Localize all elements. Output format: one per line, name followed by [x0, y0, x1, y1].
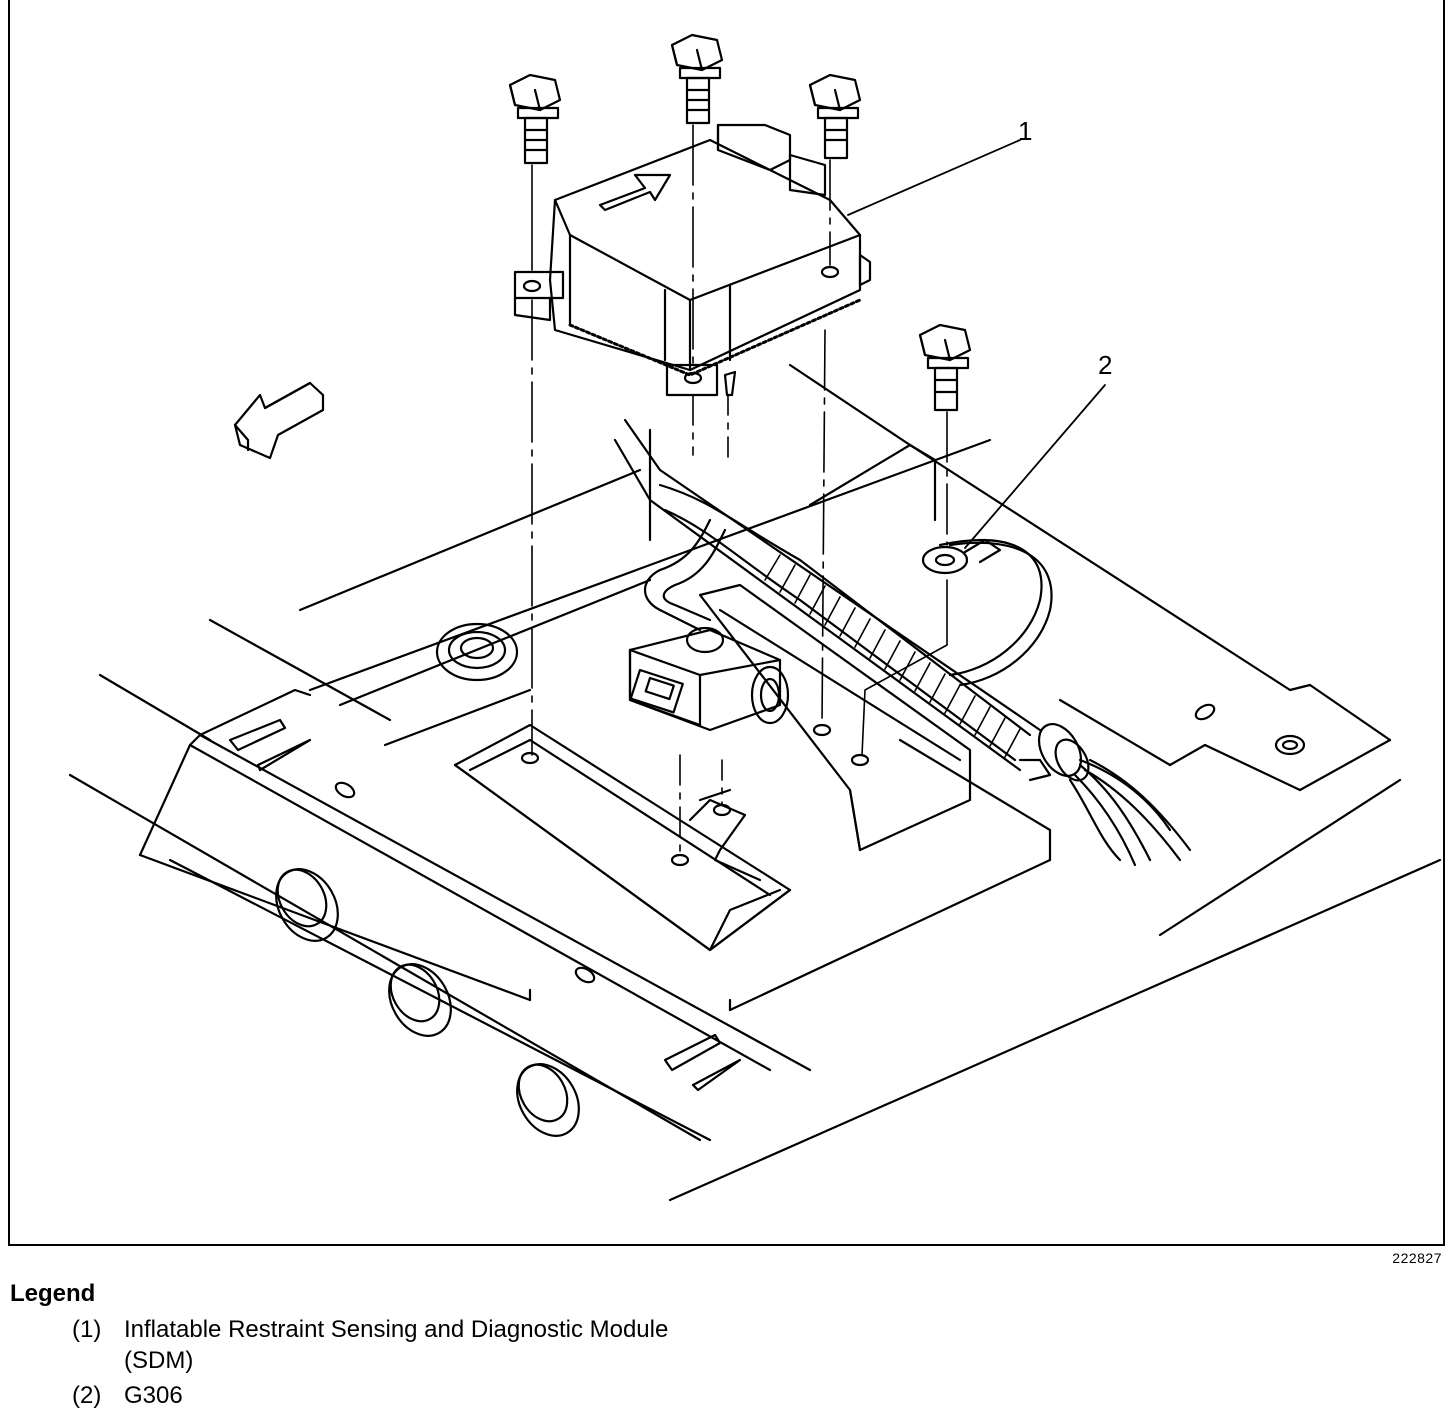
sdm-mounting-illustration — [68, 33, 1442, 1202]
alignment-lines — [531, 124, 948, 856]
callout-2-label: 2 — [1098, 350, 1113, 380]
legend-item-text: G306 — [124, 1382, 183, 1409]
legend-item: (1) Inflatable Restraint Sensing and Dia… — [72, 1314, 722, 1378]
legend-item: (2) G306 — [72, 1380, 722, 1412]
bolt-center — [670, 33, 724, 125]
bolt-ground — [918, 323, 972, 412]
bolt-right — [808, 73, 862, 160]
mounting-bracket — [435, 583, 1306, 1012]
forward-arrow — [233, 381, 325, 460]
leader-lines — [847, 139, 1106, 549]
legend-title: Legend — [10, 1280, 96, 1307]
bolt-left — [508, 73, 562, 165]
legend-item-text: Inflatable Restraint Sensing and Diagnos… — [124, 1316, 669, 1374]
front-rail — [138, 688, 812, 1142]
electrical-connector — [628, 626, 790, 732]
callout-1-label: 1 — [1018, 116, 1033, 146]
diagram-frame: 1 2 — [8, 0, 1445, 1246]
legend-item-number: (1) — [72, 1316, 102, 1343]
legend-item-number: (2) — [72, 1382, 102, 1409]
figure-id: 222827 — [1392, 1250, 1442, 1266]
floor-pan — [68, 363, 1442, 1202]
wiring-harness — [613, 418, 1192, 867]
sdm-module — [513, 123, 872, 397]
